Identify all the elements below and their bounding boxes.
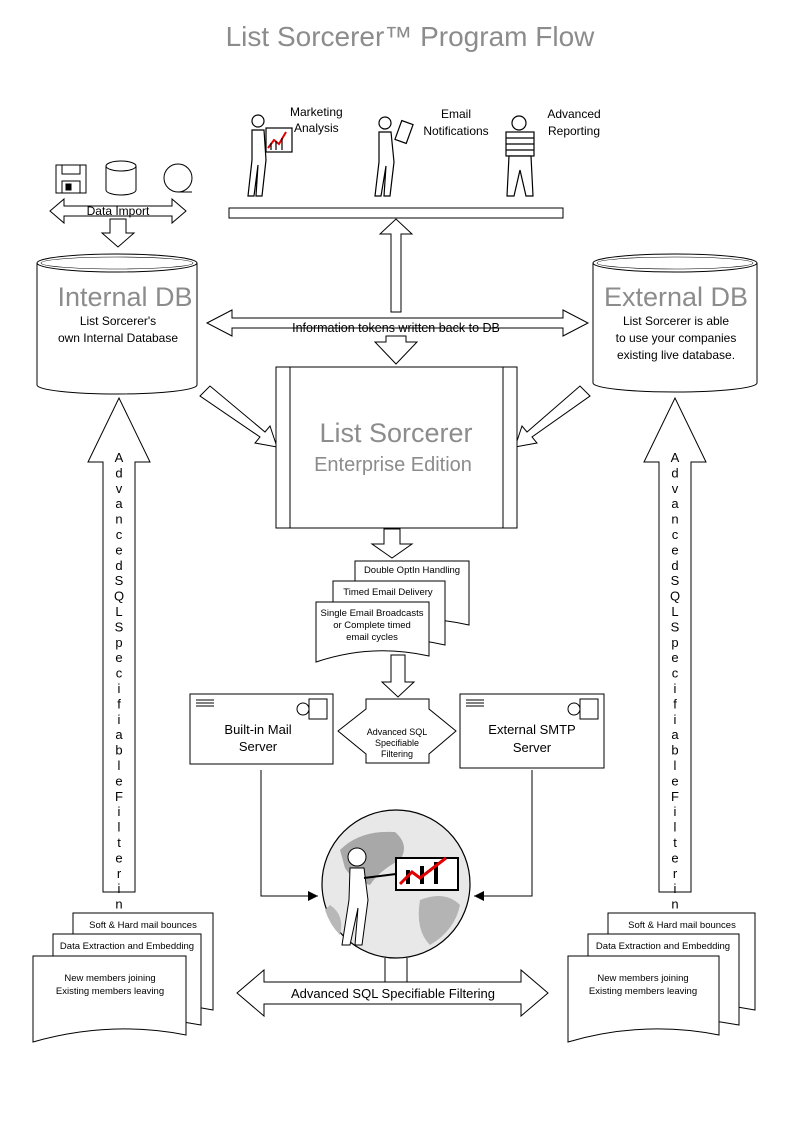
tokens-label: Information tokens written back to DB: [292, 321, 500, 335]
right-doc-bounces: Soft & Hard mail bounces: [628, 920, 736, 931]
email-notifications-figure: [374, 116, 414, 197]
right-doc-extraction: Data Extraction and Embedding: [596, 941, 730, 952]
data-import-down-arrow: [100, 218, 136, 248]
center-filter-double-arrow: [337, 698, 457, 764]
marketing-analysis-figure: [247, 114, 293, 197]
left-doc-bounces: Soft & Hard mail bounces: [89, 920, 197, 931]
internal-db-title: Internal DB: [57, 282, 192, 312]
left-doc-members-line2: Existing members leaving: [56, 986, 164, 997]
tokens-double-arrow: [205, 309, 590, 337]
globe-icon: [321, 809, 471, 959]
internal-db-line1: List Sorcerer's: [80, 314, 156, 328]
external-db-line3: existing live database.: [617, 348, 735, 362]
builtin-to-globe-line: [260, 770, 318, 897]
down-arrow-from-core: [370, 528, 414, 559]
external-to-core-arrow: [514, 385, 591, 448]
smtp-to-globe-line: [474, 770, 533, 897]
right-docs-stack: [567, 912, 756, 1043]
builtin-to-globe-arrowhead: [308, 891, 318, 901]
advanced-reporting-figure: [505, 115, 535, 197]
smtp-to-globe-arrowhead: [474, 891, 484, 901]
left-docs-stack: [32, 912, 214, 1043]
bottom-arrow-label: Advanced SQL Specifiable Filtering: [291, 986, 495, 1001]
external-smtp-server-envelope: [459, 693, 605, 769]
external-smtp-line1: External SMTP: [488, 722, 575, 737]
external-db-cylinder: [592, 253, 758, 393]
marketing-label-line2: Analysis: [294, 121, 339, 135]
list-sorcerer-core-box: [275, 366, 518, 529]
down-arrow-from-docs: [380, 654, 416, 698]
email-docs-stack: [315, 560, 470, 663]
globe-to-bottom-connector: [384, 958, 408, 983]
left-doc-extraction: Data Extraction and Embedding: [60, 941, 194, 952]
email-label-line1: Email: [441, 107, 471, 121]
doc-broadcast-line2: or Complete timed: [333, 620, 411, 631]
internal-to-core-arrow: [199, 385, 278, 448]
center-filter-line1: Advanced SQL: [367, 727, 428, 737]
external-db-title: External DB: [604, 282, 748, 312]
data-import-arrow: [49, 197, 187, 225]
doc-double-optin: Double OptIn Handling: [364, 565, 460, 576]
core-subtitle: Enterprise Edition: [314, 454, 472, 476]
internal-db-cylinder: [36, 253, 198, 395]
right-vertical-arrow: [643, 396, 707, 893]
email-label-line2: Notifications: [423, 124, 488, 138]
left-vertical-arrow: [87, 396, 151, 893]
up-arrow-to-bar: [378, 218, 414, 313]
builtin-mail-line2: Server: [239, 739, 278, 754]
external-db-line1: List Sorcerer is able: [623, 314, 729, 328]
center-filter-line2: Specifiable: [375, 738, 419, 748]
advanced-label-line2: Reporting: [548, 124, 600, 138]
down-arrow-to-core: [373, 335, 419, 365]
external-db-line2: to use your companies: [616, 331, 737, 345]
reporting-bar: [228, 207, 564, 219]
database-cylinder-icon: [105, 160, 137, 196]
diagram-title: List Sorcerer™ Program Flow: [226, 21, 596, 52]
core-title: List Sorcerer: [319, 418, 472, 448]
right-doc-members-line2: Existing members leaving: [589, 986, 697, 997]
internal-db-line2: own Internal Database: [58, 331, 178, 345]
advanced-label-line1: Advanced: [547, 107, 600, 121]
builtin-mail-line1: Built-in Mail: [224, 722, 291, 737]
right-doc-members-line1: New members joining: [597, 973, 688, 984]
doc-broadcast-line3: email cycles: [346, 632, 398, 643]
center-filter-line3: Filtering: [381, 749, 413, 759]
external-smtp-line2: Server: [513, 740, 552, 755]
builtin-mail-server-envelope: [189, 693, 334, 765]
doc-broadcast-line1: Single Email Broadcasts: [321, 608, 424, 619]
doc-timed-delivery: Timed Email Delivery: [343, 587, 433, 598]
marketing-label-line1: Marketing: [290, 105, 343, 119]
data-import-label: Data Import: [87, 204, 150, 218]
floppy-disk-icon: [55, 164, 87, 194]
bottom-double-arrow: [236, 968, 549, 1018]
disc-icon: [163, 163, 193, 193]
left-doc-members-line1: New members joining: [64, 973, 155, 984]
